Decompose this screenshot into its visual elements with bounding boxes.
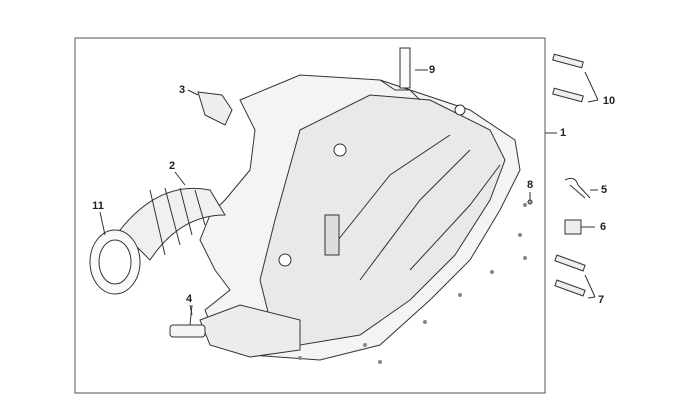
callout-5: 5 [600,184,608,196]
callout-7: 7 [597,294,605,306]
bolts-7 [554,254,596,299]
clip-5 [564,177,598,199]
sensor-part [187,89,233,126]
callout-9: 9 [428,64,436,76]
callout-11: 11 [92,200,104,212]
assembly-frame [74,37,546,394]
callout-1: 1 [559,127,567,139]
leader-lines [99,171,193,316]
nut-6 [564,219,595,235]
air-cleaner-housing [199,74,521,361]
drain-plug [169,304,206,338]
callout-2: 2 [168,160,176,172]
callout-6: 6 [599,221,607,233]
callout-10: 10 [602,95,616,107]
intake-duct [89,187,226,295]
screw-8 [527,192,533,205]
callout-8: 8 [526,179,534,191]
breather-tube [399,47,428,89]
screws [298,203,527,364]
bolts-10 [552,53,599,103]
callout-4: 4 [185,293,193,305]
callout-3: 3 [178,84,186,96]
